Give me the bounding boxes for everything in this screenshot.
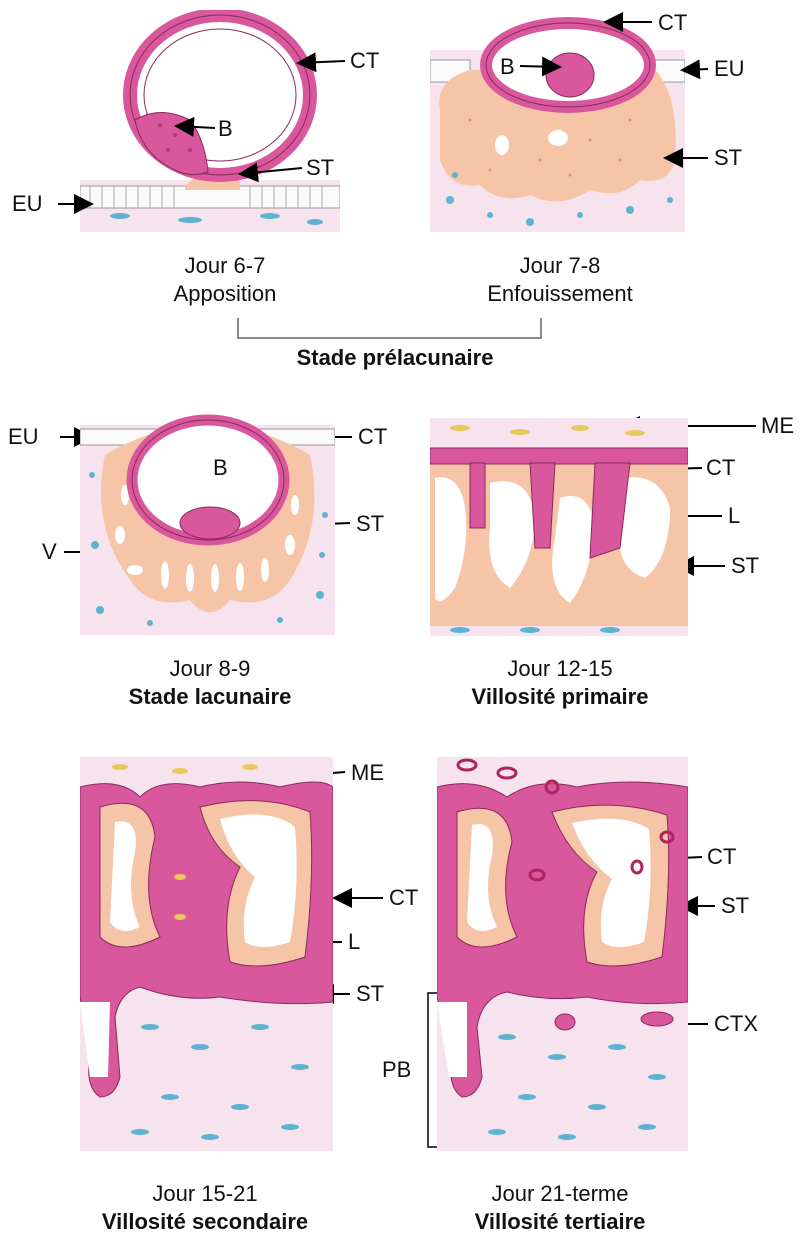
- villosite-secondaire-illustration: [80, 757, 333, 1151]
- caption-stage-4: Villosité primaire: [445, 683, 675, 711]
- panel-apposition: [80, 10, 340, 232]
- label-eu-3: EU: [8, 426, 39, 448]
- panel-villosite-tertiaire: [437, 757, 688, 1151]
- label-me-4: ME: [761, 415, 794, 437]
- label-ct-1: CT: [350, 50, 379, 72]
- label-me-5: ME: [351, 762, 384, 784]
- caption-stage-5: Villosité secondaire: [80, 1208, 330, 1236]
- caption-stage-2: Enfouissement: [445, 280, 675, 308]
- caption-stage-3: Stade lacunaire: [95, 683, 325, 711]
- caption-day-4: Jour 12-15: [445, 655, 675, 683]
- caption-panel-4: Jour 12-15 Villosité primaire: [445, 655, 675, 711]
- label-st-2: ST: [714, 147, 742, 169]
- panel-enfouissement: [430, 10, 685, 232]
- label-pb-6: PB: [382, 1059, 411, 1081]
- caption-day-3: Jour 8-9: [95, 655, 325, 683]
- caption-day-2: Jour 7-8: [445, 252, 675, 280]
- label-v-3: V: [42, 541, 57, 563]
- label-eu-1: EU: [12, 193, 43, 215]
- label-eu-2: EU: [714, 58, 745, 80]
- caption-day-5: Jour 15-21: [80, 1180, 330, 1208]
- caption-panel-3: Jour 8-9 Stade lacunaire: [95, 655, 325, 711]
- label-ct-2: CT: [658, 12, 687, 34]
- caption-day-1: Jour 6-7: [110, 252, 340, 280]
- enfouissement-illustration: [430, 10, 685, 232]
- label-b-2: B: [500, 56, 515, 78]
- villosite-tertiaire-illustration: [437, 757, 688, 1151]
- label-st-4: ST: [731, 555, 759, 577]
- panel-villosite-secondaire: [80, 757, 333, 1151]
- label-st-6: ST: [721, 895, 749, 917]
- label-st-5: ST: [356, 983, 384, 1005]
- caption-day-6: Jour 21-terme: [435, 1180, 685, 1208]
- group-label: Stade prélacunaire: [240, 344, 550, 372]
- caption-panel-1: Jour 6-7 Apposition: [110, 252, 340, 308]
- label-ct-3: CT: [358, 426, 387, 448]
- label-l-4: L: [728, 505, 740, 527]
- label-l-5: L: [348, 931, 360, 953]
- label-ct-6: CT: [707, 846, 736, 868]
- caption-stage-6: Villosité tertiaire: [435, 1208, 685, 1236]
- caption-stage-1: Apposition: [110, 280, 340, 308]
- caption-panel-5: Jour 15-21 Villosité secondaire: [80, 1180, 330, 1236]
- label-st-1: ST: [306, 157, 334, 179]
- label-ct-4: CT: [706, 457, 735, 479]
- panel-lacunaire: [80, 395, 335, 635]
- villosite-primaire-illustration: [430, 418, 688, 636]
- label-b-1: B: [218, 118, 233, 140]
- label-b-3: B: [213, 457, 228, 479]
- panel-villosite-primaire: [430, 418, 688, 636]
- lacunaire-illustration: [80, 395, 335, 635]
- label-ctx-6: CTX: [714, 1013, 758, 1035]
- label-ct-5: CT: [389, 887, 418, 909]
- caption-panel-6: Jour 21-terme Villosité tertiaire: [435, 1180, 685, 1236]
- label-st-3: ST: [356, 513, 384, 535]
- caption-panel-2: Jour 7-8 Enfouissement: [445, 252, 675, 308]
- apposition-illustration: [80, 10, 340, 232]
